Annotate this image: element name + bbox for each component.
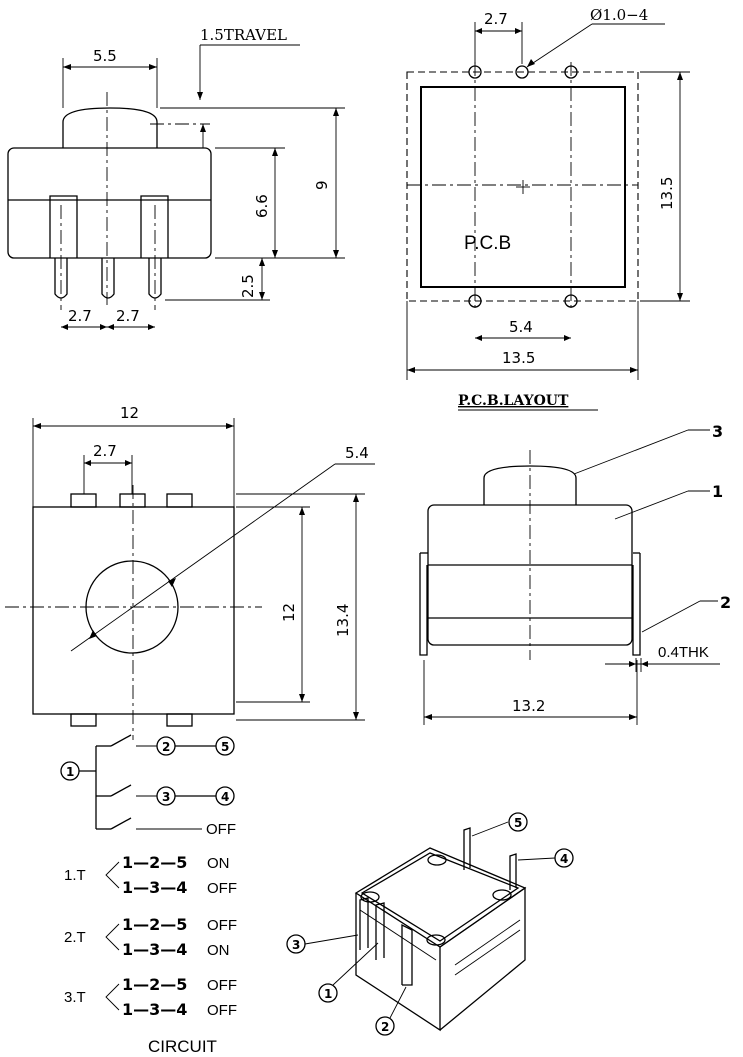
t2-label: 2.T [64,929,86,946]
t2-row2: 1—3—4 [122,940,187,959]
t3-row2: 1—3—4 [122,1000,187,1019]
iso-pin-3: 3 [292,938,300,952]
pcb-label: P.C.B [464,233,511,254]
circuit-off-label: OFF [206,821,236,838]
t2-row2-state: ON [207,942,230,959]
t3-label: 3.T [64,989,86,1006]
t1-row1-state: ON [207,855,230,872]
iso-pin-4: 4 [560,852,568,866]
side-dim-pitch-left: 2.7 [68,307,92,325]
t3-row2-state: OFF [207,1002,237,1019]
t1-row2-state: OFF [207,880,237,897]
circuit-diagram: ① 1 2 5 3 4 OFF 1.T 1—2—5 ON 1—3—4 OFF [60,734,237,1056]
pcb-hole [564,294,578,308]
pcb-hole [468,294,482,308]
callout-1: 1 [712,482,723,501]
top-dim-inner: 12 [280,603,298,622]
callout-2: 2 [720,593,731,612]
pcb-dim-width: 13.5 [502,349,535,367]
side-dim-width: 5.5 [93,47,117,65]
side-dim-pin-length: 2.5 [239,274,257,298]
t2-row1: 1—2—5 [122,915,187,934]
circuit-node-5: 5 [221,740,229,754]
pcb-dim-height: 13.5 [658,177,676,210]
t1-row2: 1—3—4 [122,878,187,897]
front-view: 3 1 2 0.4THK 13.2 [419,422,731,725]
front-dim-width: 13.2 [512,697,545,715]
front-dim-thickness: 0.4THK [658,644,709,661]
t3-row1-state: OFF [207,977,237,994]
iso-pin-2: 2 [381,1020,389,1034]
isometric-view: 5 4 3 1 2 [286,812,574,1036]
top-view: 12 2.7 5.4 12 13.4 [5,404,375,740]
t1-label: 1.T [64,867,86,884]
circuit-title: CIRCUIT [148,1037,217,1056]
side-view: 5.5 1.5TRAVEL 9 6.6 2.5 2.7 2.7 [7,26,345,330]
pcb-hole [515,65,529,79]
pcb-dim-hole-span: 5.4 [509,318,533,336]
callout-3: 3 [712,422,723,441]
pcb-layout-view: 2.7 Ø1.0−4 13.5 P.C.B 5.4 13.5 P.C.B.LAY… [406,6,690,411]
iso-pin-5: 5 [514,816,522,830]
circuit-node-4: 4 [221,790,229,804]
side-dim-total-height: 9 [313,180,331,190]
pcb-layout-title: P.C.B.LAYOUT [458,393,569,409]
t1-row1: 1—2—5 [122,853,187,872]
circuit-node-2: 2 [162,740,170,754]
side-dim-body-height: 6.6 [253,194,271,218]
t3-row1: 1—2—5 [122,975,187,994]
circuit-common-num: 1 [66,765,74,779]
top-dim-width: 12 [120,404,139,422]
pcb-hole [468,65,482,79]
side-dim-travel: 1.5TRAVEL [200,26,287,44]
side-dim-pitch-right: 2.7 [116,307,140,325]
iso-pin-1: 1 [324,987,332,1001]
circuit-node-3: 3 [162,790,170,804]
top-dim-diameter: 5.4 [345,444,369,462]
top-dim-outer: 13.4 [334,604,352,637]
t2-row1-state: OFF [207,917,237,934]
pcb-dim-hole-pitch: 2.7 [484,10,508,28]
pcb-dim-hole: Ø1.0−4 [590,6,648,24]
pcb-hole [564,65,578,79]
top-dim-pitch: 2.7 [93,442,117,460]
